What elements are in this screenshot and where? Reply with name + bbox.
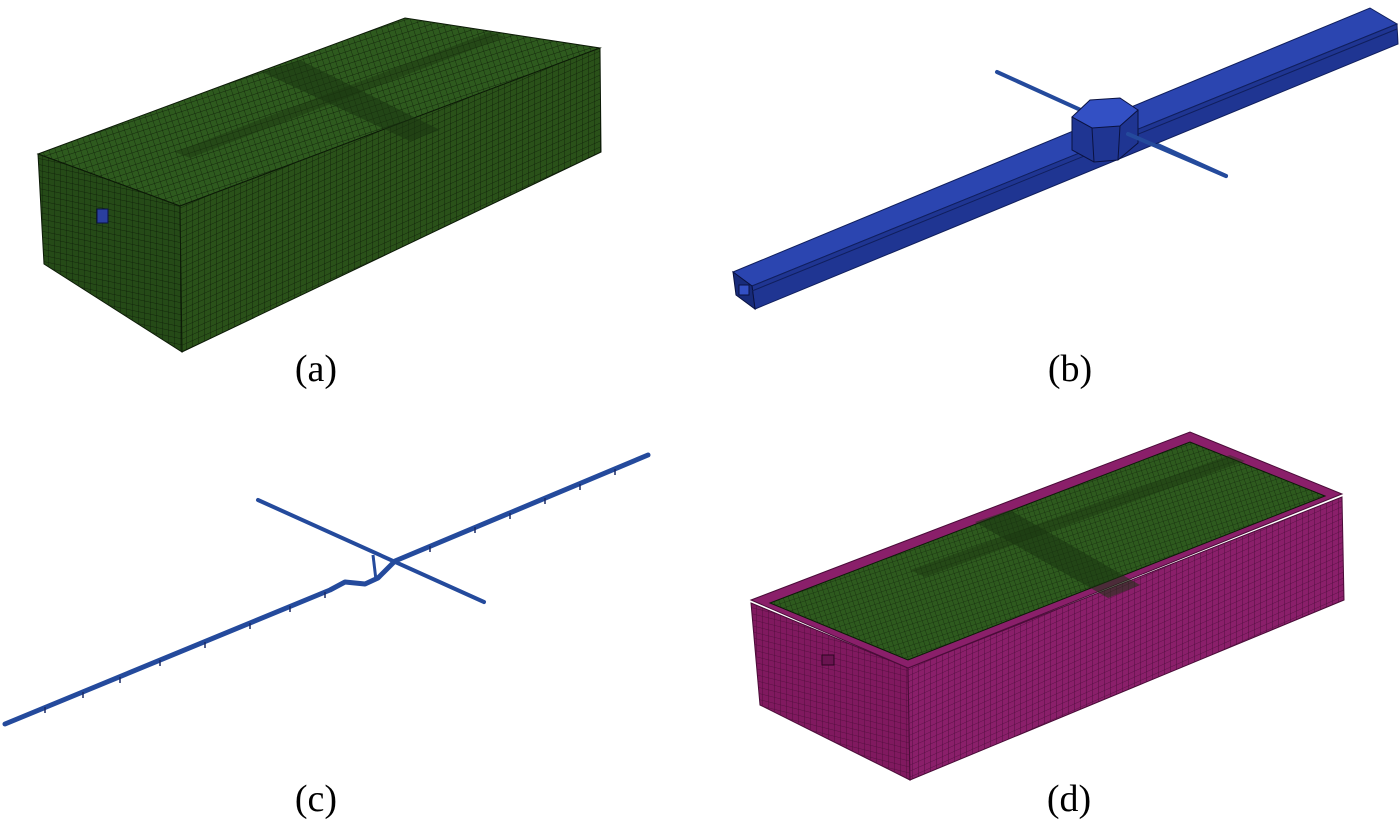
embedded-right-face xyxy=(907,496,1345,781)
caption-b: (b) xyxy=(1047,348,1093,390)
main-beam-line xyxy=(2,452,651,727)
panel-d-embedded-model xyxy=(749,431,1345,781)
panel-b-tunnel-model xyxy=(731,7,1399,311)
mesh-refinement-band xyxy=(910,455,1245,577)
tunnel-opening-icon xyxy=(96,208,109,224)
soil-block-right-face xyxy=(179,47,602,353)
cross-beam-line xyxy=(256,498,486,604)
tunnel-side-face xyxy=(751,23,1399,310)
station-edge xyxy=(1117,125,1121,161)
mesh-refinement-band xyxy=(175,32,505,158)
panel-c-beam-model xyxy=(2,452,651,727)
mesh-refinement-band xyxy=(975,510,1140,598)
tunnel-opening-icon xyxy=(821,654,835,666)
station-edge xyxy=(1091,127,1095,163)
tunnel-edge-line xyxy=(751,28,1398,292)
cross-beam-front xyxy=(1126,132,1228,178)
caption-a: (a) xyxy=(294,348,338,390)
connector-line xyxy=(371,554,378,581)
pile-stubs xyxy=(44,469,616,713)
tunnel-top-face xyxy=(731,7,1399,287)
mesh-refinement-band xyxy=(262,60,440,141)
tunnel-end-opening xyxy=(738,284,750,296)
caption-d: (d) xyxy=(1046,778,1092,820)
panel-a-soil-block xyxy=(36,17,602,353)
caption-c: (c) xyxy=(294,778,338,820)
